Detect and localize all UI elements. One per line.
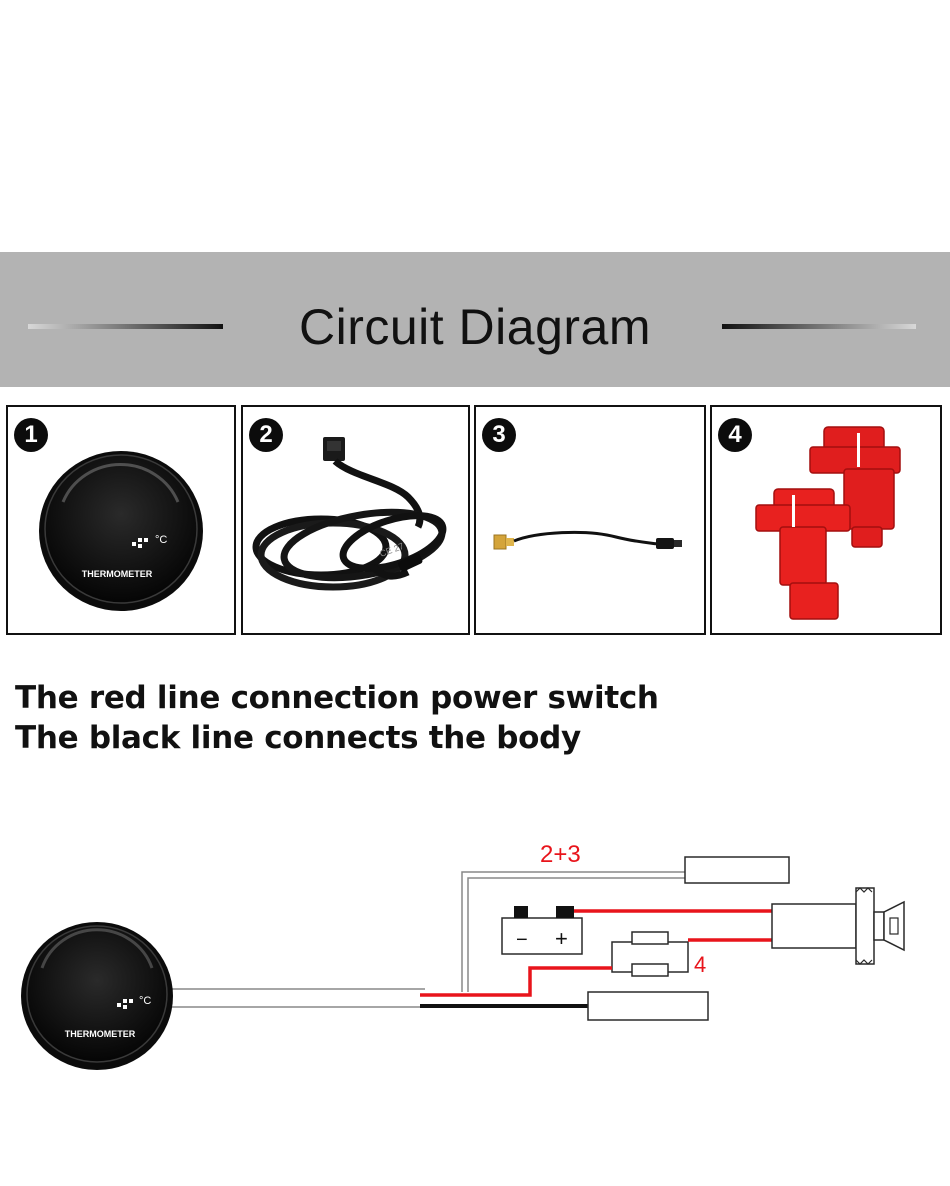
wire-tap-connectors-icon xyxy=(755,426,901,620)
panel-number-badge: 1 xyxy=(14,418,48,452)
gauge-label-text: THERMOMETER xyxy=(82,569,153,579)
panel-number-badge: 2 xyxy=(249,418,283,452)
battery-minus-label: − xyxy=(516,929,528,951)
panel-connectors: 4 xyxy=(710,405,942,635)
battery-icon xyxy=(501,906,583,955)
cable-harness-icon: CE 27 xyxy=(252,437,447,591)
connector-back xyxy=(809,426,901,548)
red-wire-gauge xyxy=(420,966,612,997)
panel-number-badge: 4 xyxy=(718,418,752,452)
header-band xyxy=(0,252,950,387)
panel-cable: CE 27 2 xyxy=(241,405,470,635)
panel-number-badge: 3 xyxy=(482,418,516,452)
thermometer-gauge-icon: °C THERMOMETER xyxy=(39,451,203,611)
wiring-gauge-label: THERMOMETER xyxy=(65,1029,136,1039)
sensor-lead xyxy=(461,856,790,992)
battery-plus-label: + xyxy=(555,926,568,951)
panel-thermometer: °C THERMOMETER 1 xyxy=(6,405,236,635)
thermometer-gauge-icon xyxy=(21,922,173,1070)
ignition-switch-icon xyxy=(771,887,905,965)
wiring-gauge-unit: °C xyxy=(139,995,151,1007)
gauge-unit-text: °C xyxy=(155,534,167,546)
label-fuse-4: 4 xyxy=(694,952,706,977)
connector-front xyxy=(755,488,851,620)
header-divider-left xyxy=(28,324,223,329)
wiring-diagram: 2+3 − + 4 °C THERMOMETER xyxy=(21,841,905,1070)
page-title: Circuit Diagram xyxy=(298,299,651,355)
sensor-box xyxy=(684,856,790,884)
label-sensor-2-3: 2+3 xyxy=(540,841,581,868)
header-divider-right xyxy=(722,324,916,329)
caption-black-line: The black line connects the body xyxy=(15,720,581,756)
fuse-holder-icon xyxy=(611,931,689,977)
main-cable xyxy=(170,988,425,1008)
caption-red-line: The red line connection power switch xyxy=(15,680,659,716)
panel-sensor: 3 xyxy=(474,405,706,635)
temperature-sensor-icon xyxy=(493,530,682,550)
body-ground-box xyxy=(587,991,709,1021)
